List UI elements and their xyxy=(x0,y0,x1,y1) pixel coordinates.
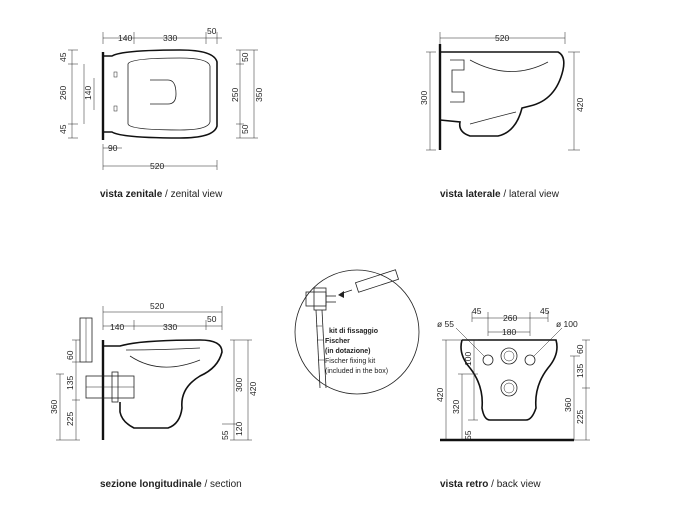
top-dim-right-50b: 50 xyxy=(240,124,250,134)
back-view-drawing xyxy=(440,312,590,442)
back-dim-320: 320 xyxy=(451,400,461,414)
caption-section: sezione longitudinale / section xyxy=(100,479,242,490)
top-dim-right-250: 250 xyxy=(230,88,240,102)
top-dim-left-260: 260 xyxy=(58,86,68,100)
lateral-dim-420: 420 xyxy=(575,98,585,112)
section-dim-135: 135 xyxy=(65,376,75,390)
top-dim-330: 330 xyxy=(163,33,177,43)
back-dim-45a: 45 xyxy=(472,306,482,316)
top-dim-520: 520 xyxy=(150,161,164,171)
top-dim-90: 90 xyxy=(108,143,118,153)
lateral-view-drawing xyxy=(426,32,580,151)
back-dim-dia100: ø 100 xyxy=(556,319,578,329)
lateral-dim-520: 520 xyxy=(495,33,509,43)
section-dim-520: 520 xyxy=(150,301,164,311)
back-dim-260: 260 xyxy=(503,313,517,323)
kit-label-en-1: Fischer fixing kit xyxy=(325,358,375,365)
top-dim-right-50a: 50 xyxy=(240,52,250,62)
back-dim-60: 60 xyxy=(575,344,585,354)
top-dim-left-140: 140 xyxy=(83,86,93,100)
section-dim-330: 330 xyxy=(163,322,177,332)
section-dim-50: 50 xyxy=(207,314,217,324)
top-dim-right-350: 350 xyxy=(254,88,264,102)
kit-label-it-3: (in dotazione) xyxy=(325,348,371,355)
back-dim-180: 180 xyxy=(502,327,516,337)
section-dim-225: 225 xyxy=(65,412,75,426)
kit-label-it-2: Fischer xyxy=(325,338,350,345)
back-dim-55: 55 xyxy=(463,430,473,440)
top-view-drawing xyxy=(68,32,258,170)
section-dim-120: 120 xyxy=(234,422,244,436)
kit-label-en-2: (included in the box) xyxy=(325,368,388,375)
section-dim-300: 300 xyxy=(234,378,244,392)
back-dim-dia55: ø 55 xyxy=(437,319,454,329)
section-dim-360: 360 xyxy=(49,400,59,414)
back-dim-360: 360 xyxy=(563,398,573,412)
caption-zenital-view: vista zenitale / zenital view xyxy=(100,189,223,200)
top-dim-left-45b: 45 xyxy=(58,124,68,134)
back-dim-420: 420 xyxy=(435,388,445,402)
back-dim-100: 100 xyxy=(463,352,473,366)
caption-back-view: vista retro / back view xyxy=(440,479,541,490)
fixing-kit-detail xyxy=(294,269,420,395)
kit-label-it-1: kit di fissaggio xyxy=(329,328,378,335)
section-dim-420: 420 xyxy=(248,382,258,396)
top-dim-140: 140 xyxy=(118,33,132,43)
top-dim-left-45a: 45 xyxy=(58,52,68,62)
lateral-dim-300: 300 xyxy=(419,91,429,105)
section-dim-60: 60 xyxy=(65,350,75,360)
section-dim-140: 140 xyxy=(110,322,124,332)
caption-lateral-view: vista laterale / lateral view xyxy=(440,189,560,200)
section-dim-55: 55 xyxy=(220,430,230,440)
top-dim-50: 50 xyxy=(207,26,217,36)
back-dim-45b: 45 xyxy=(540,306,550,316)
back-dim-225: 225 xyxy=(575,410,585,424)
back-dim-135: 135 xyxy=(575,364,585,378)
section-view-drawing xyxy=(56,306,252,441)
